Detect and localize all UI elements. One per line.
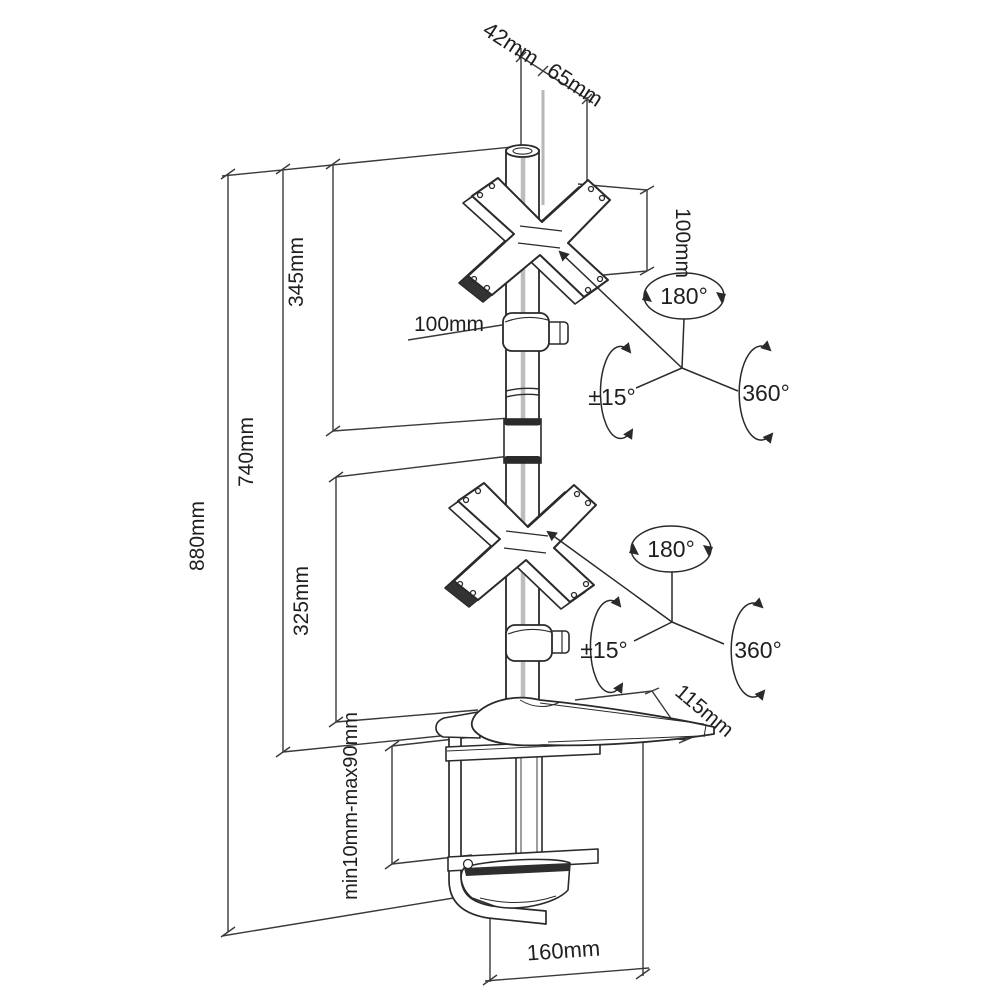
vesa-upper-centre-detail	[517, 225, 563, 249]
base-arm	[470, 696, 715, 747]
desk-clamp-base	[435, 696, 715, 925]
dim-upper-segment-label: 345mm	[285, 237, 308, 307]
dim-pole-height-label: 740mm	[235, 417, 258, 487]
swivel-lower-label: 180°	[647, 536, 695, 562]
clamp-column	[515, 751, 543, 861]
dim-vesa-size-label: 100mm	[671, 208, 694, 278]
dim-total-height-label: 880mm	[186, 501, 209, 571]
pole-top-cap	[505, 144, 540, 158]
rotate-lower-label: 360°	[734, 637, 782, 663]
dim-325-top-ref	[335, 455, 511, 478]
rotate-upper-label: 360°	[742, 380, 790, 406]
tilt-lower-label: ±15°	[580, 637, 627, 663]
rotate-arc-upper	[738, 340, 774, 444]
dim-115-top-ext	[574, 690, 653, 701]
dim-345-bottom-ref	[332, 417, 511, 432]
dim-pole-top-width-label: 42mm	[479, 17, 544, 71]
dim-880-bottom-ref	[221, 893, 479, 937]
vesa-screw-holes-upper	[470, 182, 606, 294]
tilt-arc-lower	[589, 596, 624, 694]
dim-740-bottom-ref	[282, 732, 471, 753]
vesa-plate-upper	[458, 177, 611, 305]
leader-lower	[546, 530, 673, 623]
rotation-indicator-lower	[546, 525, 766, 701]
swivel-upper-label: 180°	[660, 283, 708, 309]
tilt-arc-upper	[599, 342, 634, 440]
clamp-collar-lower	[505, 624, 570, 662]
pole-sleeve	[503, 418, 542, 464]
clamp-screw	[462, 858, 474, 870]
pole-joint-ring	[505, 387, 540, 398]
dim-clamp-range-label: min10mm-max90mm	[340, 712, 362, 900]
dim-lower-segment-label: 325mm	[290, 566, 313, 636]
rotate-arc-lower	[730, 597, 766, 701]
dim-collar100-leader	[407, 324, 503, 341]
top-reference-line	[221, 146, 513, 177]
base-arm-wing	[435, 711, 481, 739]
tilt-upper-label: ±15°	[588, 384, 635, 410]
rotation-indicator-upper	[558, 250, 774, 444]
dim-base-width-label: 160mm	[526, 935, 601, 965]
dim-42-65-line	[514, 52, 594, 104]
vesa-screw-holes-lower	[456, 487, 592, 599]
dim-collar-spacing-label: 100mm	[414, 313, 484, 336]
leader-upper	[558, 250, 683, 369]
dim-160-line	[484, 967, 650, 982]
vesa-lower-centre-detail	[503, 530, 549, 554]
clamp-collar-upper	[502, 312, 569, 352]
vesa-plate-lower	[444, 482, 597, 610]
dim-325-bottom-ref	[335, 709, 479, 723]
dim-pole-top-offset-label: 65mm	[543, 58, 608, 112]
